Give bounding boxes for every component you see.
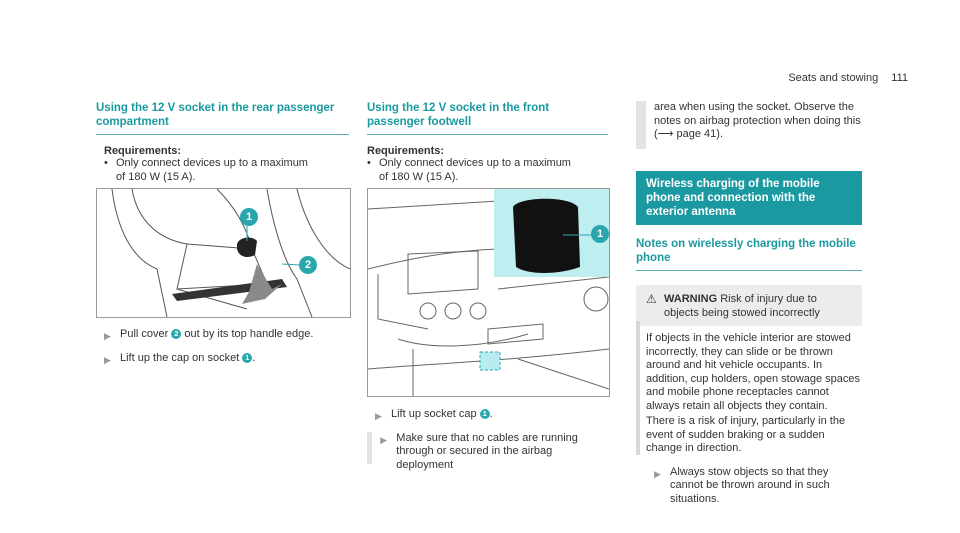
figure-callout-1: 1 <box>240 208 258 226</box>
continued-text: area when using the socket. Observe the … <box>636 101 862 149</box>
section-heading: Using the 12 V socket in the rear passen… <box>96 102 335 128</box>
warning-label: WARNING <box>664 293 718 305</box>
front-footwell-figure: 1 <box>367 188 610 397</box>
page-number: 111 <box>891 72 908 84</box>
rear-socket-illustration <box>111 189 350 317</box>
step-item: ▶ Pull cover 2 out by its top handle edg… <box>96 328 349 344</box>
callout-badge: 2 <box>171 329 182 340</box>
heading-rule <box>636 270 862 271</box>
step-arrow-icon: ▶ <box>104 354 111 365</box>
warning-side-rule <box>636 321 640 455</box>
warning-content: If objects in the vehicle interior are s… <box>636 326 862 506</box>
callout-badge: 1 <box>242 352 253 363</box>
step-arrow-icon: ▶ <box>104 331 111 341</box>
column-1: Using the 12 V socket in the rear passen… <box>96 101 349 184</box>
step-arrow-icon: ▶ <box>654 468 661 479</box>
requirements-title: Requirements: <box>104 145 182 157</box>
step-item: ▶ Always stow objects so that they canno… <box>654 465 830 505</box>
figure-callout-2: 2 <box>299 256 317 274</box>
column-2: Using the 12 V socket in the front passe… <box>367 101 608 184</box>
requirements-title: Requirements: <box>367 145 445 157</box>
callout-badge: 1 <box>479 409 490 420</box>
column-3: area when using the socket. Observe the … <box>636 101 862 506</box>
step-item: ▶ Make sure that no cables are running t… <box>367 431 608 473</box>
section-title: Seats and stowing <box>788 72 879 84</box>
warning-text: Risk of injury due to objects being stow… <box>664 293 820 319</box>
continuation-bar <box>367 431 373 464</box>
page-reference-link[interactable]: page 41). <box>676 128 723 140</box>
figure-callout-1: 1 <box>591 225 609 243</box>
page-ref-arrow-icon: ⟶ <box>657 128 674 140</box>
page-header: Seats and stowing 111 <box>788 72 908 84</box>
column-2-steps: ▶ Lift up socket cap 1. ▶ Make sure that… <box>367 408 608 472</box>
column-1-steps: ▶ Pull cover 2 out by its top handle edg… <box>96 328 349 367</box>
rear-socket-figure: 1 2 <box>96 188 351 318</box>
section-banner: Wireless charging of the mobile phone an… <box>636 171 862 225</box>
step-arrow-icon: ▶ <box>380 434 388 445</box>
continuation-bar <box>636 101 646 149</box>
requirement-item: •Only connect devices up to a maximum of… <box>367 157 571 183</box>
requirement-item: •Only connect devices up to a maximum of… <box>104 157 308 183</box>
step-item: ▶ Lift up the cap on socket 1. <box>96 352 349 368</box>
subheading: Notes on wirelessly charging the mobile … <box>636 238 856 264</box>
section-heading: Using the 12 V socket in the front passe… <box>367 102 550 128</box>
heading-rule <box>367 134 608 135</box>
warning-paragraph: If objects in the vehicle interior are s… <box>646 332 861 412</box>
warning-box: ⚠ WARNING Risk of injury due to objects … <box>636 285 862 326</box>
dashboard-illustration <box>368 189 609 396</box>
step-arrow-icon: ▶ <box>375 411 382 421</box>
warning-triangle-icon: ⚠ <box>646 292 657 306</box>
heading-rule <box>96 134 349 135</box>
step-item: ▶ Lift up socket cap 1. <box>367 408 608 424</box>
warning-paragraph: There is a risk of injury, particularly … <box>646 415 846 454</box>
